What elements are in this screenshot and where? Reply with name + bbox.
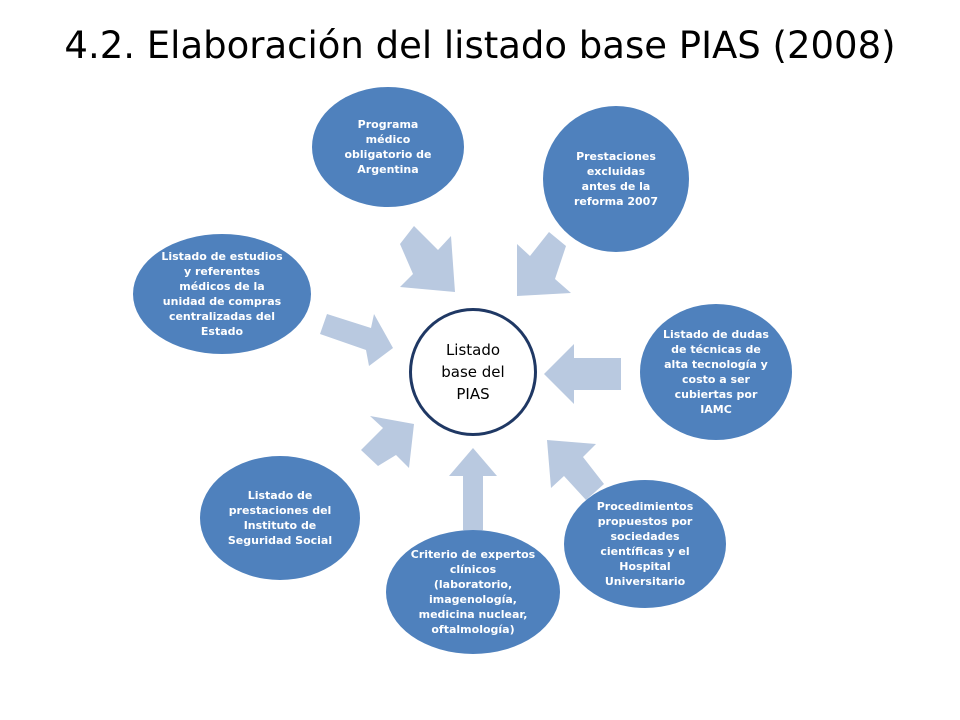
- node-programa-medico: Programa médico obligatorio de Argentina: [312, 87, 464, 207]
- arrow-from-prestaciones-excluidas: [517, 232, 571, 296]
- center-node: Listado base del PIAS: [409, 308, 537, 436]
- node-label: Prestaciones excluidas antes de la refor…: [574, 150, 658, 208]
- node-label: Programa médico obligatorio de Argentina: [344, 118, 432, 176]
- arrow-from-programa-medico: [400, 226, 455, 292]
- node-criterio-expertos: Criterio de expertos clínicos (laborator…: [386, 530, 560, 654]
- node-prestaciones-excluidas: Prestaciones excluidas antes de la refor…: [543, 106, 689, 252]
- arrow-from-listado-prestaciones: [361, 416, 414, 468]
- node-label: Listado de prestaciones del Instituto de…: [227, 489, 333, 547]
- node-procedimientos: Procedimientos propuestos por sociedades…: [564, 480, 726, 608]
- node-label: Procedimientos propuestos por sociedades…: [596, 500, 694, 588]
- arrow-from-criterio-expertos: [449, 448, 497, 530]
- node-listado-dudas: Listado de dudas de técnicas de alta tec…: [640, 304, 792, 440]
- arrow-from-listado-dudas: [544, 344, 621, 404]
- node-listado-estudios: Listado de estudios y referentes médicos…: [133, 234, 311, 354]
- arrow-from-listado-estudios: [320, 314, 393, 366]
- slide-title: 4.2. Elaboración del listado base PIAS (…: [64, 24, 896, 67]
- center-label: Listado base del PIAS: [441, 341, 505, 403]
- node-listado-prestaciones: Listado de prestaciones del Instituto de…: [200, 456, 360, 580]
- node-label: Listado de dudas de técnicas de alta tec…: [663, 328, 769, 416]
- node-label: Criterio de expertos clínicos (laborator…: [410, 548, 536, 636]
- node-label: Listado de estudios y referentes médicos…: [161, 250, 283, 338]
- arrow-from-procedimientos: [547, 440, 604, 500]
